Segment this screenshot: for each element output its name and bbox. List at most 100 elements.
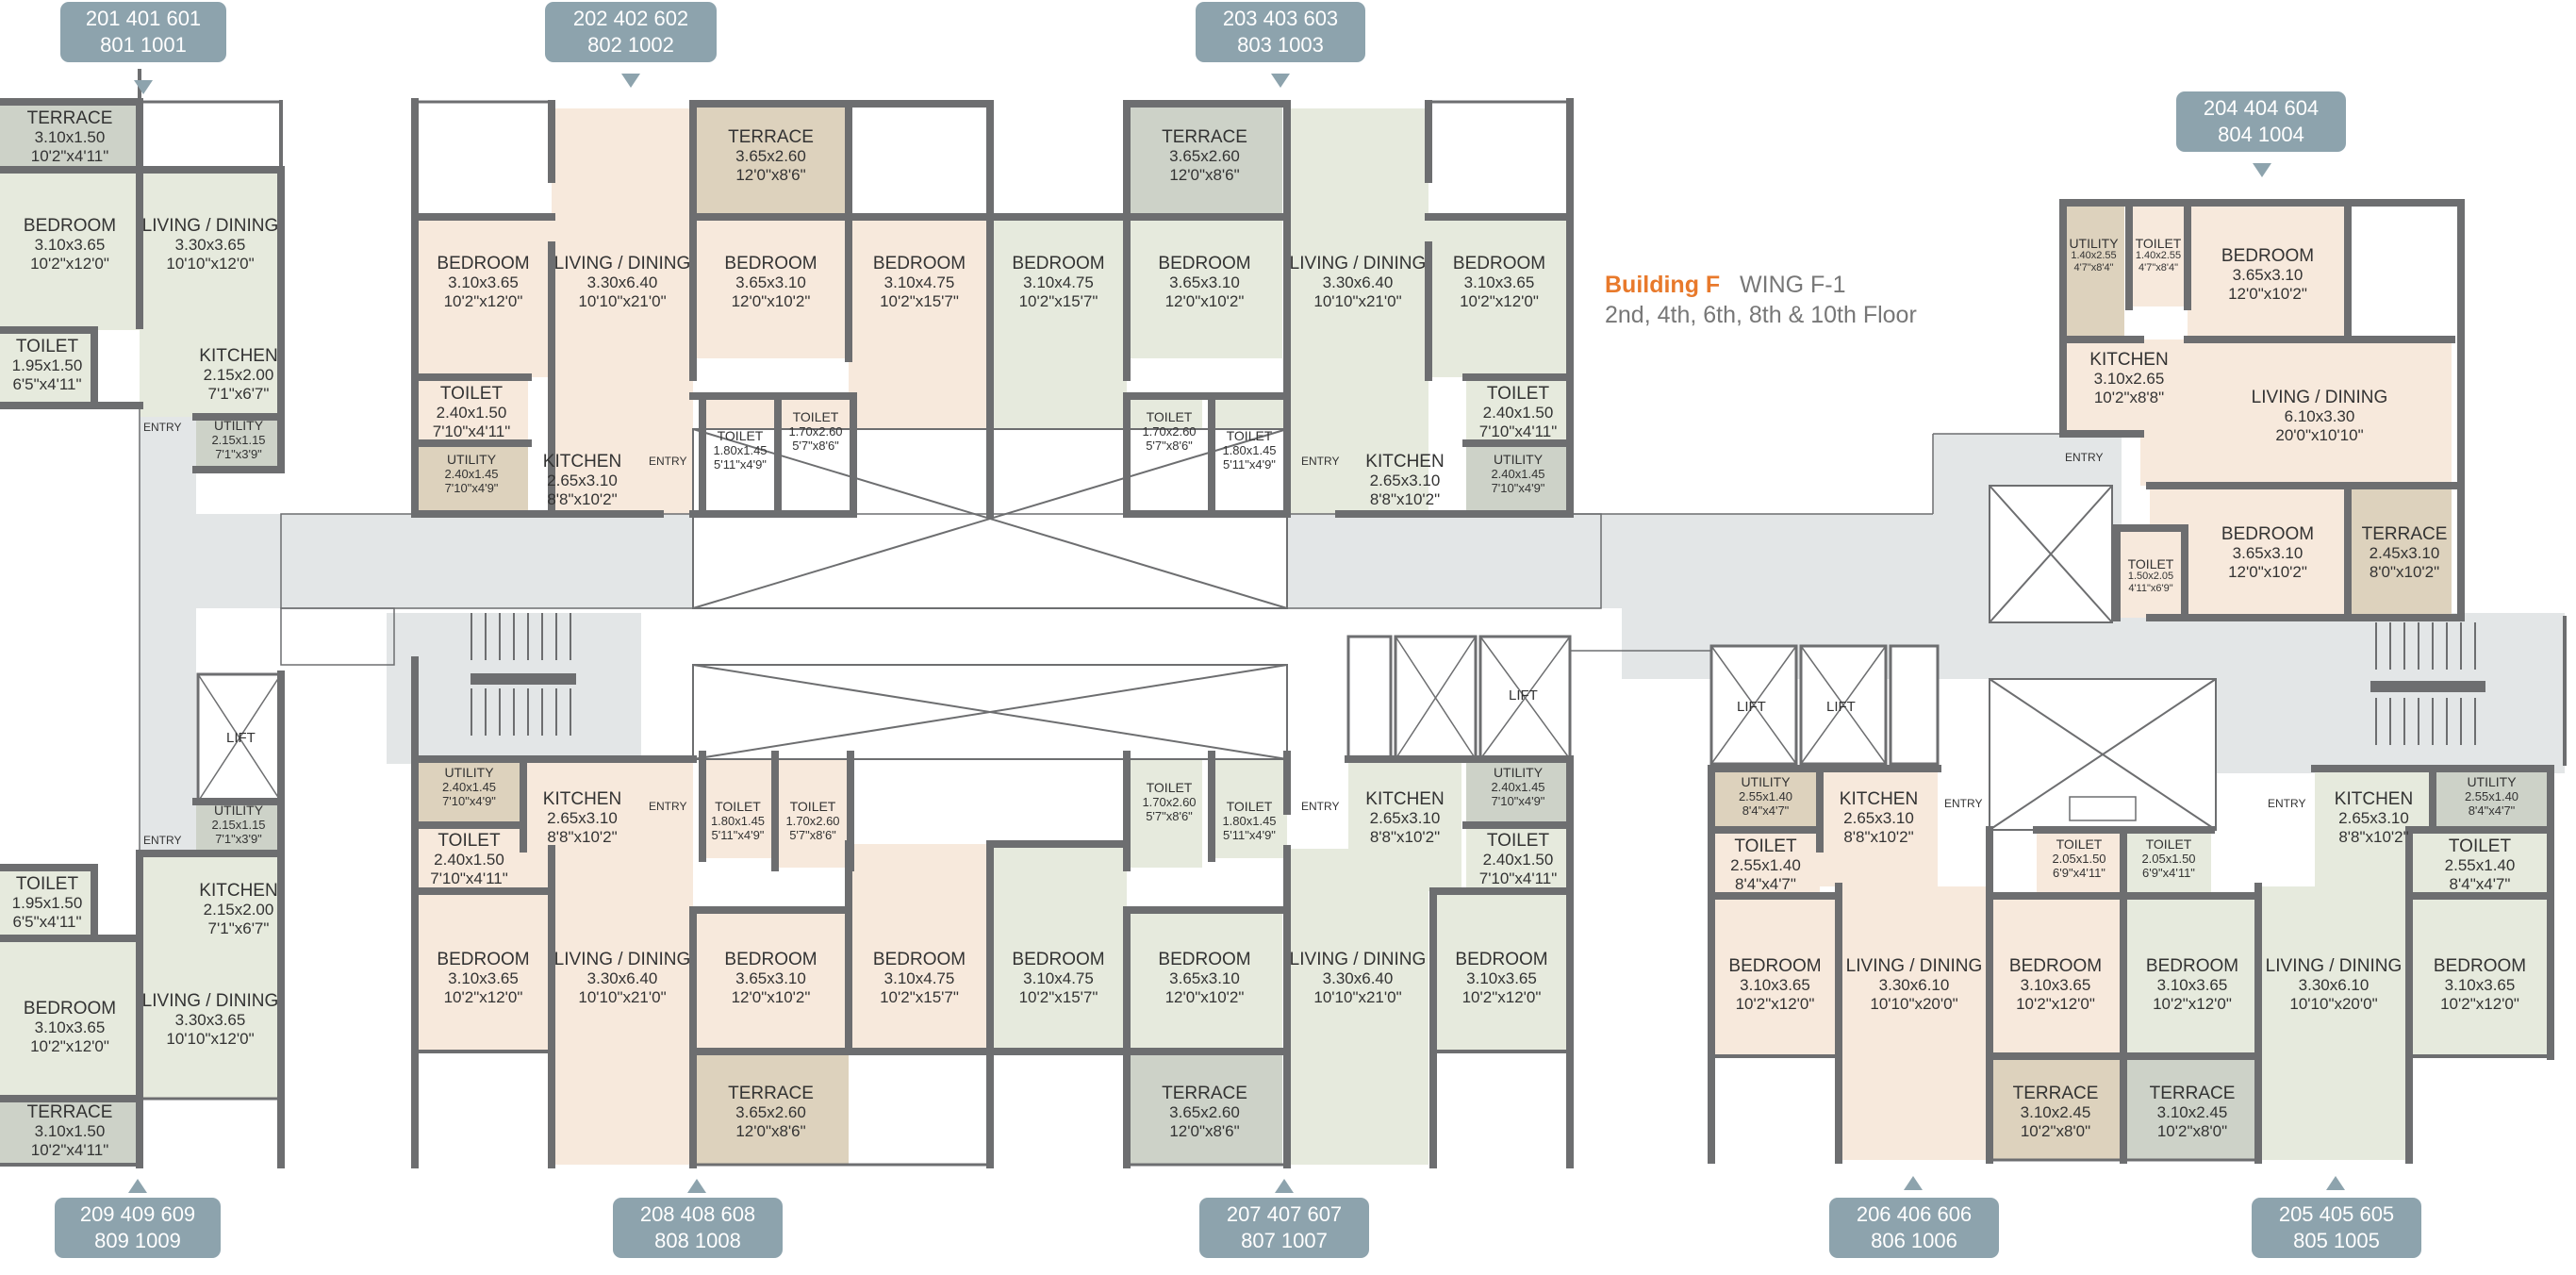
room-text: KITCHEN [542, 452, 622, 472]
room-text: 10'2"x12'0" [443, 292, 523, 310]
room-text: 10'10"x12'0" [166, 1030, 255, 1048]
room-text: 7'10"x4'11" [430, 869, 508, 887]
room-text: TERRACE [1162, 1084, 1247, 1103]
unit-tag-top-4: 204 404 604 804 1004 [2176, 91, 2346, 152]
room-text: TERRACE [26, 108, 113, 128]
room-text: 10'2"x8'0" [2156, 1122, 2228, 1140]
room-text: TOILET [2056, 836, 2103, 852]
lift-label: LIFT [226, 730, 256, 746]
room-text: 3.65x3.10 [1169, 969, 1240, 987]
entry-label: ENTRY [2065, 451, 2104, 464]
room-text: 7'1"x3'9" [215, 832, 262, 846]
room-text: 3.65x2.60 [1169, 1103, 1240, 1121]
room-text: UTILITY [1493, 452, 1544, 467]
room-text: 2.15x1.15 [211, 818, 266, 832]
room-text: 12'0"x8'6" [1169, 1122, 1240, 1140]
unit-202 [415, 104, 990, 514]
room-text: LIVING / DINING [553, 950, 691, 969]
staircase [387, 613, 2485, 759]
room-text: 20'0"x10'10" [2275, 426, 2364, 444]
room-text: 2.40x1.45 [1491, 467, 1545, 481]
room-text: 3.30x6.40 [586, 273, 658, 291]
tag-line: 202 402 602 [572, 7, 689, 30]
room-text: UTILITY [213, 418, 264, 433]
tag-line: 804 1004 [2218, 123, 2304, 146]
room-text: TOILET [438, 831, 501, 851]
room-text: TOILET [15, 874, 79, 894]
tag-line: 205 405 605 [2278, 1202, 2395, 1226]
room-text: 10'2"x4'11" [30, 147, 109, 165]
entry-label: ENTRY [2268, 797, 2306, 810]
room-text: 3.10x4.75 [883, 969, 955, 987]
room-text: TERRACE [26, 1102, 113, 1122]
tag-arrows [128, 74, 2345, 1193]
room-text: KITCHEN [1365, 789, 1445, 809]
unit-206 [1711, 769, 2122, 1160]
room-text: 3.10x2.65 [2093, 370, 2165, 388]
room-text: LIVING / DINING [553, 254, 691, 273]
room-text: 1.50x2.05 [2127, 571, 2174, 582]
room-text: 6'9"x4'11" [2053, 866, 2105, 880]
room-text: TERRACE [2149, 1084, 2236, 1103]
room-text: 2.45x3.10 [2369, 544, 2440, 562]
room-text: 3.65x3.10 [735, 273, 806, 291]
room-text: 3.10x3.65 [34, 1018, 106, 1036]
entry-label: ENTRY [649, 455, 687, 468]
room-text: 7'10"x4'11" [432, 422, 511, 440]
entry-label: ENTRY [1301, 455, 1340, 468]
tag-line: 808 1008 [654, 1229, 741, 1252]
tag-line: 204 404 604 [2203, 96, 2320, 120]
room-text: BEDROOM [1455, 950, 1548, 969]
room-text: 10'2"x15'7" [1018, 988, 1098, 1006]
room-text: LIVING / DINING [2251, 388, 2388, 407]
room-text: 2.15x2.00 [203, 901, 274, 919]
room-text: 3.10x3.65 [1740, 976, 1810, 994]
room-text: 3.30x3.65 [174, 1011, 246, 1029]
room-text: KITCHEN [1365, 452, 1445, 472]
room-text: 3.65x2.60 [735, 1103, 806, 1121]
room-text: KITCHEN [2089, 350, 2169, 370]
room-text: 1.40x2.55 [2135, 250, 2182, 261]
room-text: 3.10x3.65 [448, 969, 519, 987]
room-text: KITCHEN [1839, 789, 1919, 809]
room-text: 3.10x2.45 [2156, 1103, 2228, 1121]
room-text: 2.40x1.50 [436, 404, 507, 422]
room-text: 5'11"x4'9" [1223, 457, 1276, 472]
room-text: 6'5"x4'11" [12, 375, 82, 393]
tag-line: 201 401 601 [85, 7, 202, 30]
room-text: 6'9"x4'11" [2142, 866, 2195, 880]
room-text: 3.10x3.65 [2020, 976, 2091, 994]
room-text: 8'0"x10'2" [2369, 563, 2440, 581]
floor-list: 2nd, 4th, 6th, 8th & 10th Floor [1605, 302, 1917, 328]
room-text: 1.70x2.60 [785, 814, 840, 828]
room-text: TERRACE [2012, 1084, 2099, 1103]
room-text: TERRACE [728, 1084, 814, 1103]
room-text: KITCHEN [2334, 789, 2414, 809]
room-text: BEDROOM [23, 216, 117, 236]
room-text: 5'11"x4'9" [1223, 828, 1276, 842]
room-text: 3.10x3.65 [34, 236, 106, 254]
room-text: TOILET [1226, 428, 1273, 443]
